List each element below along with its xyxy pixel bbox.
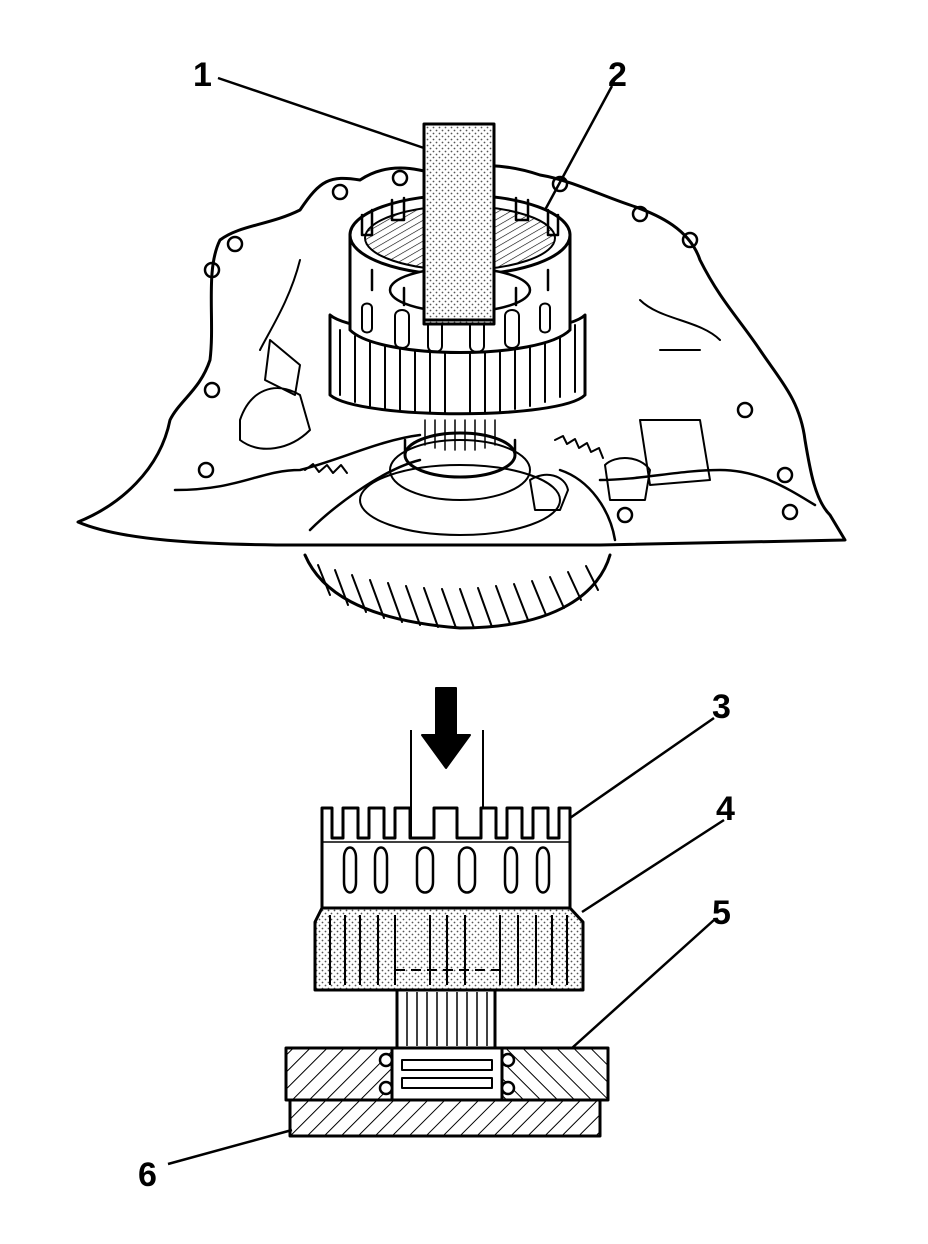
sprocket-teeth-lines bbox=[329, 915, 568, 985]
case-inner-flange bbox=[173, 433, 817, 507]
section-view bbox=[284, 687, 610, 1138]
drum-slots bbox=[361, 302, 551, 353]
bearing-race bbox=[390, 1046, 504, 1102]
sprocket-section bbox=[313, 906, 585, 992]
leader-2 bbox=[543, 85, 614, 211]
gear-teeth bbox=[317, 564, 599, 629]
leader-3 bbox=[569, 716, 715, 820]
case-interior-contours bbox=[239, 259, 721, 511]
hub-section bbox=[395, 988, 497, 1050]
transmission-case-outline bbox=[76, 164, 847, 547]
callout-6: 6 bbox=[138, 1156, 157, 1194]
drum-section-slots bbox=[342, 846, 551, 894]
gear-ring-teeth bbox=[304, 435, 604, 474]
installer-tool-shaft bbox=[422, 122, 496, 326]
drum-top-notches bbox=[360, 196, 560, 307]
drum-section bbox=[320, 806, 572, 910]
installed-sprocket-teeth bbox=[339, 324, 576, 414]
leader-5 bbox=[571, 919, 715, 1049]
leader-6 bbox=[167, 1128, 293, 1166]
transmission-case-view bbox=[76, 122, 847, 630]
case-bolt-holes bbox=[197, 169, 799, 524]
final-drive-gear bbox=[303, 553, 612, 630]
callout-leaders bbox=[167, 76, 725, 1166]
hub-splines bbox=[424, 419, 496, 451]
bearing-balls bbox=[378, 1052, 516, 1096]
base-plate bbox=[288, 1098, 602, 1138]
press-direction-arrow-icon bbox=[421, 687, 471, 769]
leader-4 bbox=[581, 818, 725, 914]
callout-4: 4 bbox=[716, 790, 735, 828]
callout-1: 1 bbox=[193, 56, 212, 94]
callout-5: 5 bbox=[712, 894, 731, 932]
leader-1 bbox=[217, 76, 425, 150]
callout-2: 2 bbox=[608, 56, 627, 94]
callout-labels: 1 2 3 4 5 6 bbox=[138, 56, 735, 1194]
support-plate-right bbox=[494, 1046, 610, 1102]
callout-3: 3 bbox=[712, 688, 731, 726]
